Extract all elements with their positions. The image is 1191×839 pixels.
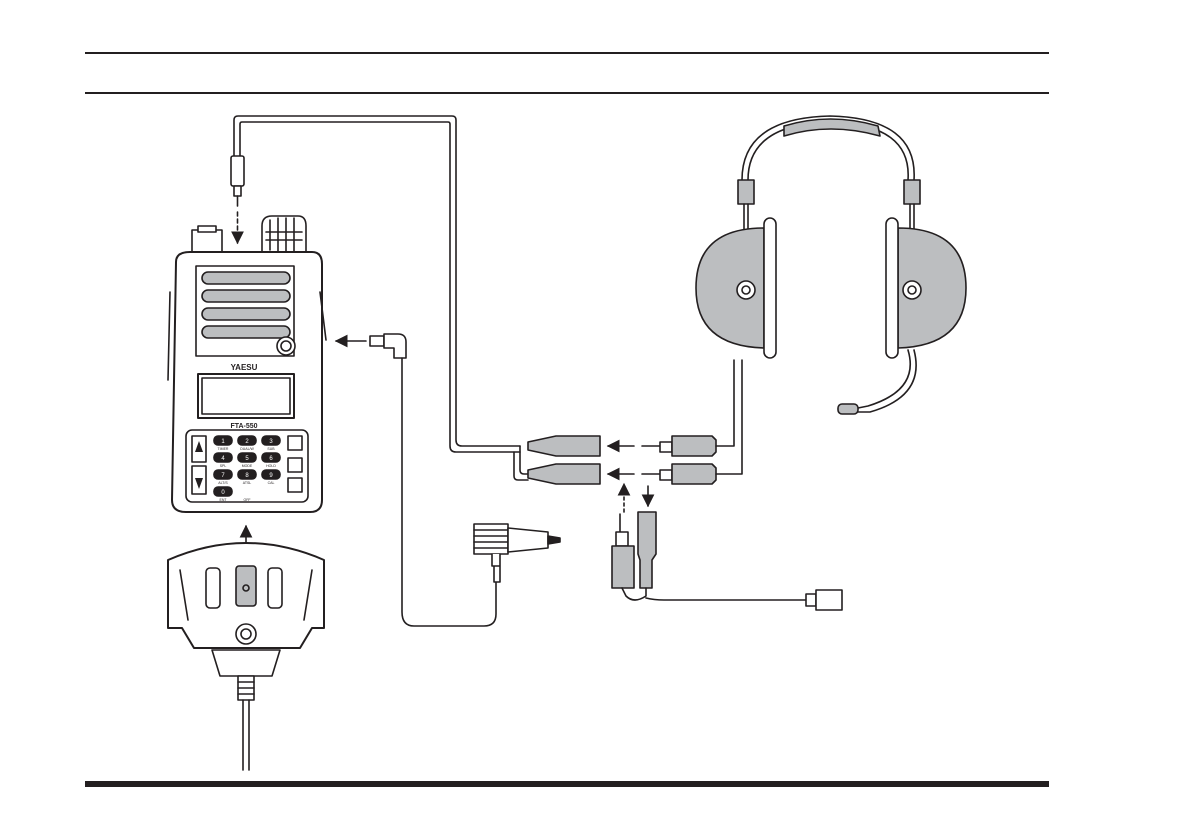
radio-model-label: FTA-550	[230, 423, 257, 430]
keypad-key-caption: MODE	[242, 464, 253, 468]
intercom-adapter	[612, 512, 842, 610]
cigarette-lighter-plug	[474, 524, 560, 582]
keypad-key-caption: ALT/S	[218, 481, 228, 485]
keypad-key-caption: HOLD	[266, 464, 276, 468]
aviation-headset	[696, 116, 966, 414]
charger-cradle	[168, 543, 324, 770]
keypad-key-caption: DUAL/W	[240, 447, 254, 451]
radio-mic-plug	[231, 156, 244, 206]
keypad-key-caption: CAL	[268, 481, 275, 485]
adapter-sockets	[528, 436, 600, 484]
keypad-key-caption: ENT	[220, 498, 228, 502]
keypad-key-caption: SPL	[220, 464, 227, 468]
radio-brand-label: YAESU	[231, 363, 258, 372]
keypad-key-caption: OFF	[244, 498, 251, 502]
keypad-key-caption: ATSL	[243, 481, 252, 485]
keypad-key-caption: TIMER	[218, 447, 229, 451]
earphone-plug	[370, 334, 496, 626]
headset-plugs	[642, 360, 742, 484]
keypad-key-caption: SUB	[267, 447, 275, 451]
